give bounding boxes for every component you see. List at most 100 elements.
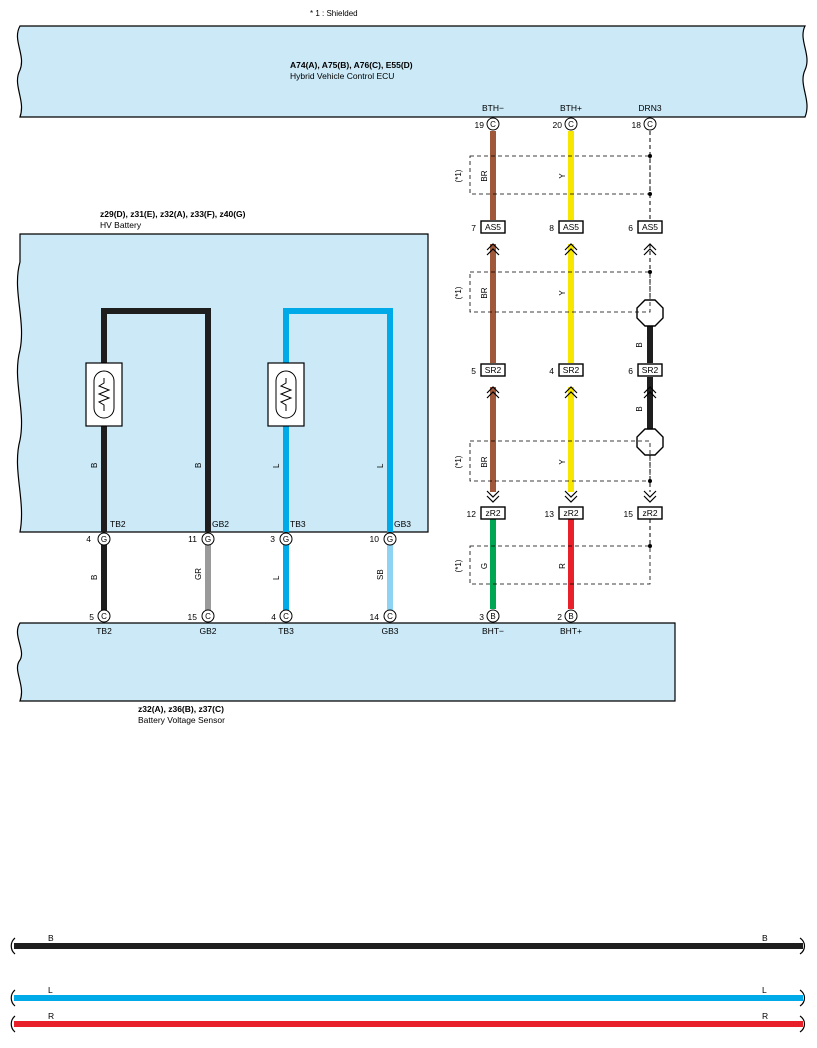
shield-dot [648,479,652,483]
shielded-note: * 1 : Shielded [310,9,358,18]
wire-label-br-1: BR [480,170,489,181]
wire-label-y-3: Y [558,459,567,465]
svg-text:G: G [101,535,107,544]
svg-text:19: 19 [475,120,485,130]
ecu-name: Hybrid Vehicle Control ECU [290,71,394,81]
wire-label-gb3: SB [376,569,385,580]
svg-text:AS5: AS5 [642,222,658,232]
shield-box-1 [469,155,651,195]
wire-label-g: G [480,563,489,569]
connector-as5: 7 AS5 8 AS5 6 AS5 [471,220,663,234]
svg-text:5: 5 [89,612,94,622]
color-key-l: L L [10,985,806,1007]
wire-label-gb2: GR [194,568,203,580]
battery-pin-tb2: 4 G [86,532,111,546]
svg-text:4: 4 [549,366,554,376]
svg-text:B: B [762,933,768,943]
svg-text:15: 15 [188,612,198,622]
svg-text:B: B [48,933,54,943]
battery-pin-label-tb2: TB2 [110,519,126,529]
svg-text:GB2: GB2 [199,626,216,636]
svg-text:BHT+: BHT+ [560,626,582,636]
svg-text:BTH−: BTH− [482,103,504,113]
battery-pin-label-gb3: GB3 [394,519,411,529]
svg-text:BHT−: BHT− [482,626,504,636]
svg-text:13: 13 [545,509,555,519]
inner-wire-label-gb3: L [376,463,385,468]
svg-text:zR2: zR2 [563,508,578,518]
inner-wire-label-tb3: L [272,463,281,468]
wire-label-br-3: BR [480,456,489,467]
drain-splice-upper [636,299,664,327]
shield-dot [648,192,652,196]
wire-label-y-2: Y [558,290,567,296]
wire-label-br-2: BR [480,287,489,298]
thermistor-tb2 [85,362,123,427]
svg-text:15: 15 [624,509,634,519]
svg-text:DRN3: DRN3 [638,103,661,113]
svg-text:AS5: AS5 [485,222,501,232]
svg-text:18: 18 [632,120,642,130]
color-key-b: B B [10,933,806,955]
svg-text:4: 4 [86,534,91,544]
svg-text:TB3: TB3 [278,626,294,636]
svg-text:10: 10 [370,534,380,544]
svg-text:2: 2 [557,612,562,622]
drain-splice-lower [636,428,664,456]
shield-label-3: (*1) [454,455,463,468]
sensor-box [16,622,676,702]
svg-text:C: C [205,612,211,621]
svg-text:G: G [387,535,393,544]
svg-text:20: 20 [553,120,563,130]
color-key-r: R R [10,1011,806,1033]
svg-text:7: 7 [471,223,476,233]
connector-sr2: 5 SR2 4 SR2 6 SR2 [471,363,663,377]
battery-pin-label-gb2: GB2 [212,519,229,529]
shield-box-3 [469,440,651,482]
svg-text:L: L [762,985,767,995]
shield-label-1: (*1) [454,169,463,182]
sensor-pin-bht-minus: 3 B BHT− [479,609,504,636]
ecu-pin-bth-minus: BTH− 19 C [475,103,504,131]
svg-text:TB2: TB2 [96,626,112,636]
svg-text:GB3: GB3 [381,626,398,636]
inner-wire-label-tb2: B [90,463,99,468]
ecu-pin-drn3: DRN3 18 C [632,103,662,131]
svg-text:C: C [101,612,107,621]
thermistor-tb3 [267,362,305,427]
svg-text:4: 4 [271,612,276,622]
battery-pin-tb3: 3 G [270,532,293,546]
svg-text:zR2: zR2 [642,508,657,518]
wire-label-r: R [558,563,567,569]
svg-text:C: C [568,120,574,129]
wire-label-tb2: B [90,575,99,580]
svg-text:R: R [762,1011,768,1021]
sensor-pin-bht-plus: 2 B BHT+ [557,609,582,636]
svg-text:12: 12 [467,509,477,519]
sensor-pin-gb2: 15 C GB2 [188,609,217,636]
sensor-pin-tb2: 5 C TB2 [89,609,112,636]
ecu-pin-bth-plus: BTH+ 20 C [553,103,582,131]
shield-box-2 [469,271,651,313]
shield-label-2: (*1) [454,286,463,299]
svg-text:G: G [283,535,289,544]
wire-label-tb3: L [272,575,281,580]
wire-label-drain-b-2: B [635,406,644,411]
connector-zr2: 12 zR2 13 zR2 15 zR2 [467,506,663,520]
battery-code: z29(D), z31(E), z32(A), z33(F), z40(G) [100,209,246,219]
wire-label-drain-b-1: B [635,342,644,347]
wire-label-y-1: Y [558,173,567,179]
svg-text:B: B [490,612,495,621]
sensor-name: Battery Voltage Sensor [138,715,225,725]
svg-text:8: 8 [549,223,554,233]
svg-text:AS5: AS5 [563,222,579,232]
sensor-pin-tb3: 4 C TB3 [271,609,294,636]
battery-pin-gb2: 11 G [188,532,215,546]
svg-text:SR2: SR2 [563,365,580,375]
svg-text:C: C [647,120,653,129]
svg-text:SR2: SR2 [485,365,502,375]
svg-text:11: 11 [188,534,197,544]
svg-text:5: 5 [471,366,476,376]
shield-label-4: (*1) [454,559,463,572]
